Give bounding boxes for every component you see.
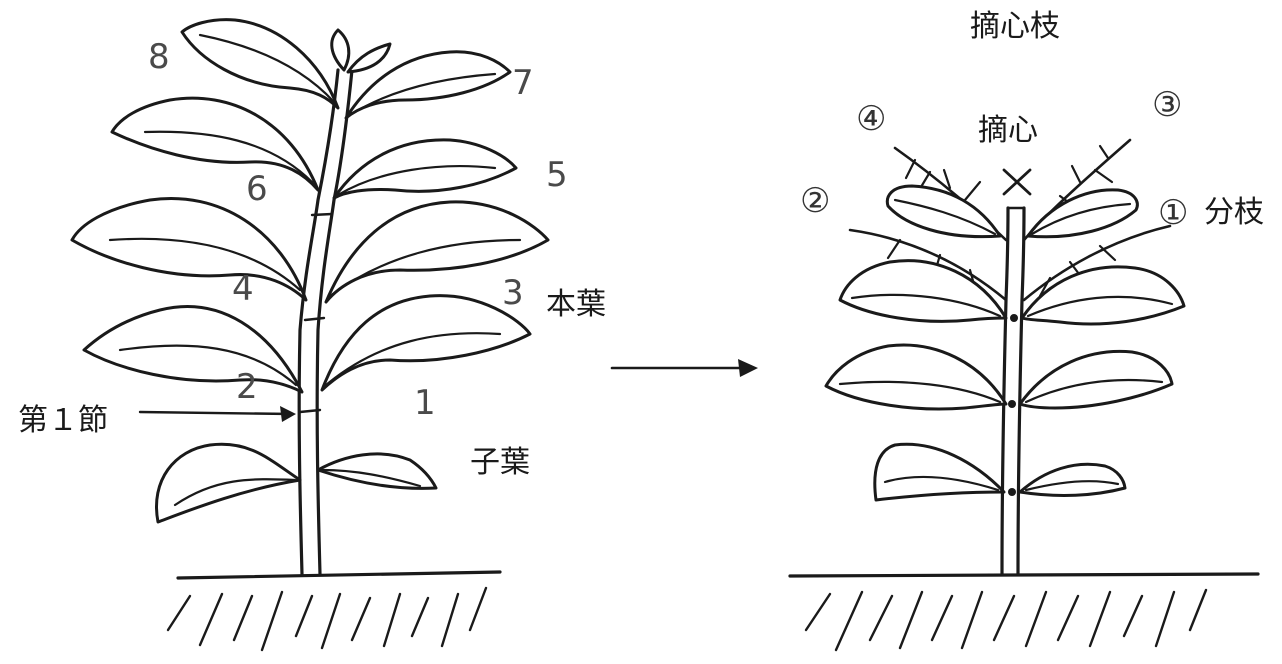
left-stem (297, 68, 354, 576)
branch-number-4: ④ (856, 99, 886, 139)
transition-arrow (610, 359, 758, 377)
right-stem (1000, 206, 1026, 576)
leaf-number-7: 7 (512, 63, 534, 103)
right-leaves (824, 184, 1186, 502)
branch-number-2: ② (800, 181, 830, 221)
leaf-number-5: 5 (546, 155, 568, 195)
leaf-number-4: 4 (232, 269, 254, 309)
first-node-arrow (138, 406, 296, 422)
pinch-mark-icon (1002, 168, 1032, 196)
true-leaf-label: 本葉 (546, 287, 606, 322)
first-node-label: 第１節 (18, 403, 108, 438)
leaf-number-1: 1 (414, 383, 436, 423)
right-ground (788, 572, 1260, 652)
leaf-number-8: 8 (148, 37, 170, 77)
branch-label: 分枝 (1204, 195, 1264, 230)
leaf-number-2: 2 (236, 367, 258, 407)
cotyledon-label: 子葉 (470, 445, 530, 480)
leaf-number-6: 6 (246, 169, 268, 209)
leaf-number-3: 3 (502, 273, 524, 313)
branch-number-1: ① (1158, 193, 1188, 233)
left-leaves (70, 18, 550, 394)
branch-number-3: ③ (1152, 85, 1182, 125)
pinched-branch-title: 摘心枝 (970, 9, 1060, 44)
left-cotyledons (155, 442, 438, 524)
right-plant: 摘心枝 摘心 ③ ④ ② ① 分枝 (788, 9, 1264, 652)
pinch-label: 摘心 (978, 113, 1038, 148)
left-plant: 8 7 6 5 4 3 2 1 本葉 子葉 第１節 (18, 18, 606, 652)
left-ground (166, 570, 502, 652)
